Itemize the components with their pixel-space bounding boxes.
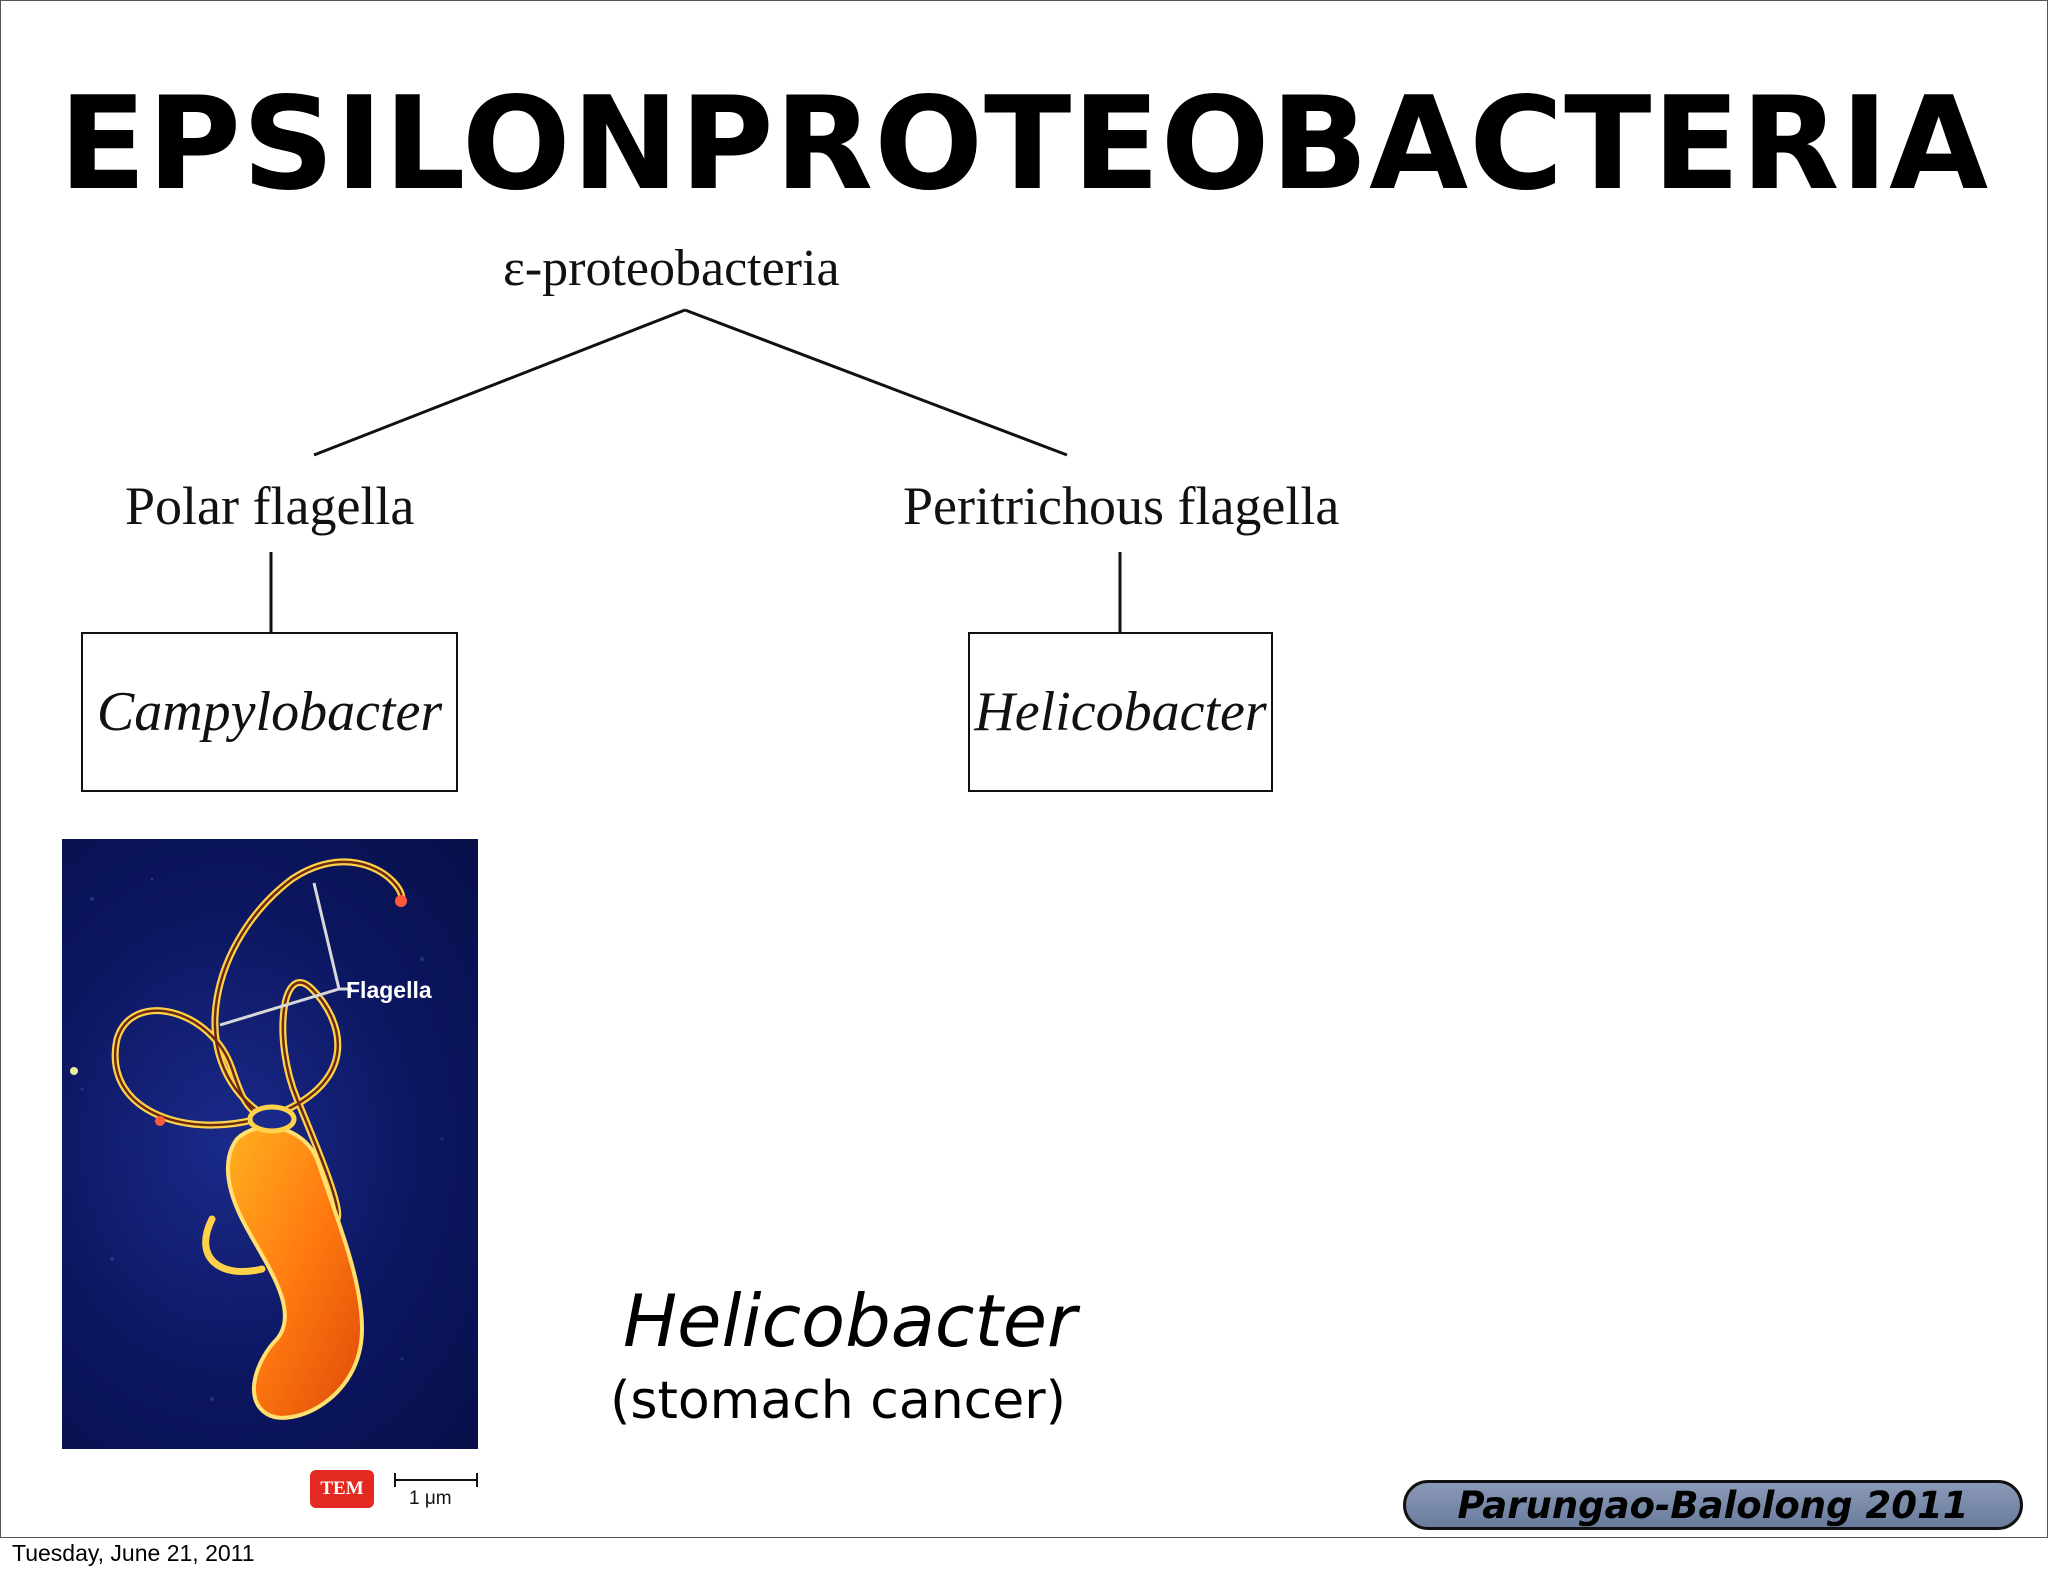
scale-bar	[394, 1473, 478, 1487]
footer-date: Tuesday, June 21, 2011	[12, 1540, 255, 1566]
slide: EPSILONPROTEOBACTERIA ε-proteobacteria P…	[0, 0, 2048, 1538]
bacterium-body	[225, 1125, 365, 1420]
flagellum-tail	[202, 1215, 266, 1276]
edge-root-right	[684, 308, 1068, 457]
tem-badge: TEM	[310, 1470, 374, 1508]
scale-label: 1 μm	[409, 1488, 452, 1509]
flagellum-left-loop	[111, 1007, 266, 1129]
credit-badge: Parungao-Balolong 2011	[1403, 1480, 2023, 1530]
tree-branch-peritrichous: Peritrichous flagella	[903, 476, 1340, 536]
tree-leaf-campylobacter-label: Campylobacter	[96, 681, 443, 743]
tree-leaf-helicobacter: Helicobacter	[968, 632, 1273, 792]
speck	[70, 1067, 78, 1075]
tree-branch-polar: Polar flagella	[125, 476, 415, 536]
tree-leaf-campylobacter: Campylobacter	[81, 632, 458, 792]
slide-title: EPSILONPROTEOBACTERIA	[58, 70, 1990, 219]
tree-leaf-helicobacter-label: Helicobacter	[974, 681, 1267, 743]
tree-root-label: ε-proteobacteria	[503, 240, 840, 297]
helicobacter-micrograph: Flagella	[62, 839, 478, 1449]
edge-root-left	[313, 308, 686, 457]
tree-connectors	[269, 308, 1122, 632]
credit-text: Parungao-Balolong 2011	[1457, 1483, 1969, 1527]
bacterium-illustration	[70, 858, 444, 1420]
flagella-label: Flagella	[346, 977, 432, 1003]
caption-note: (stomach cancer)	[610, 1371, 1066, 1431]
caption-genus: Helicobacter	[623, 1279, 1077, 1363]
